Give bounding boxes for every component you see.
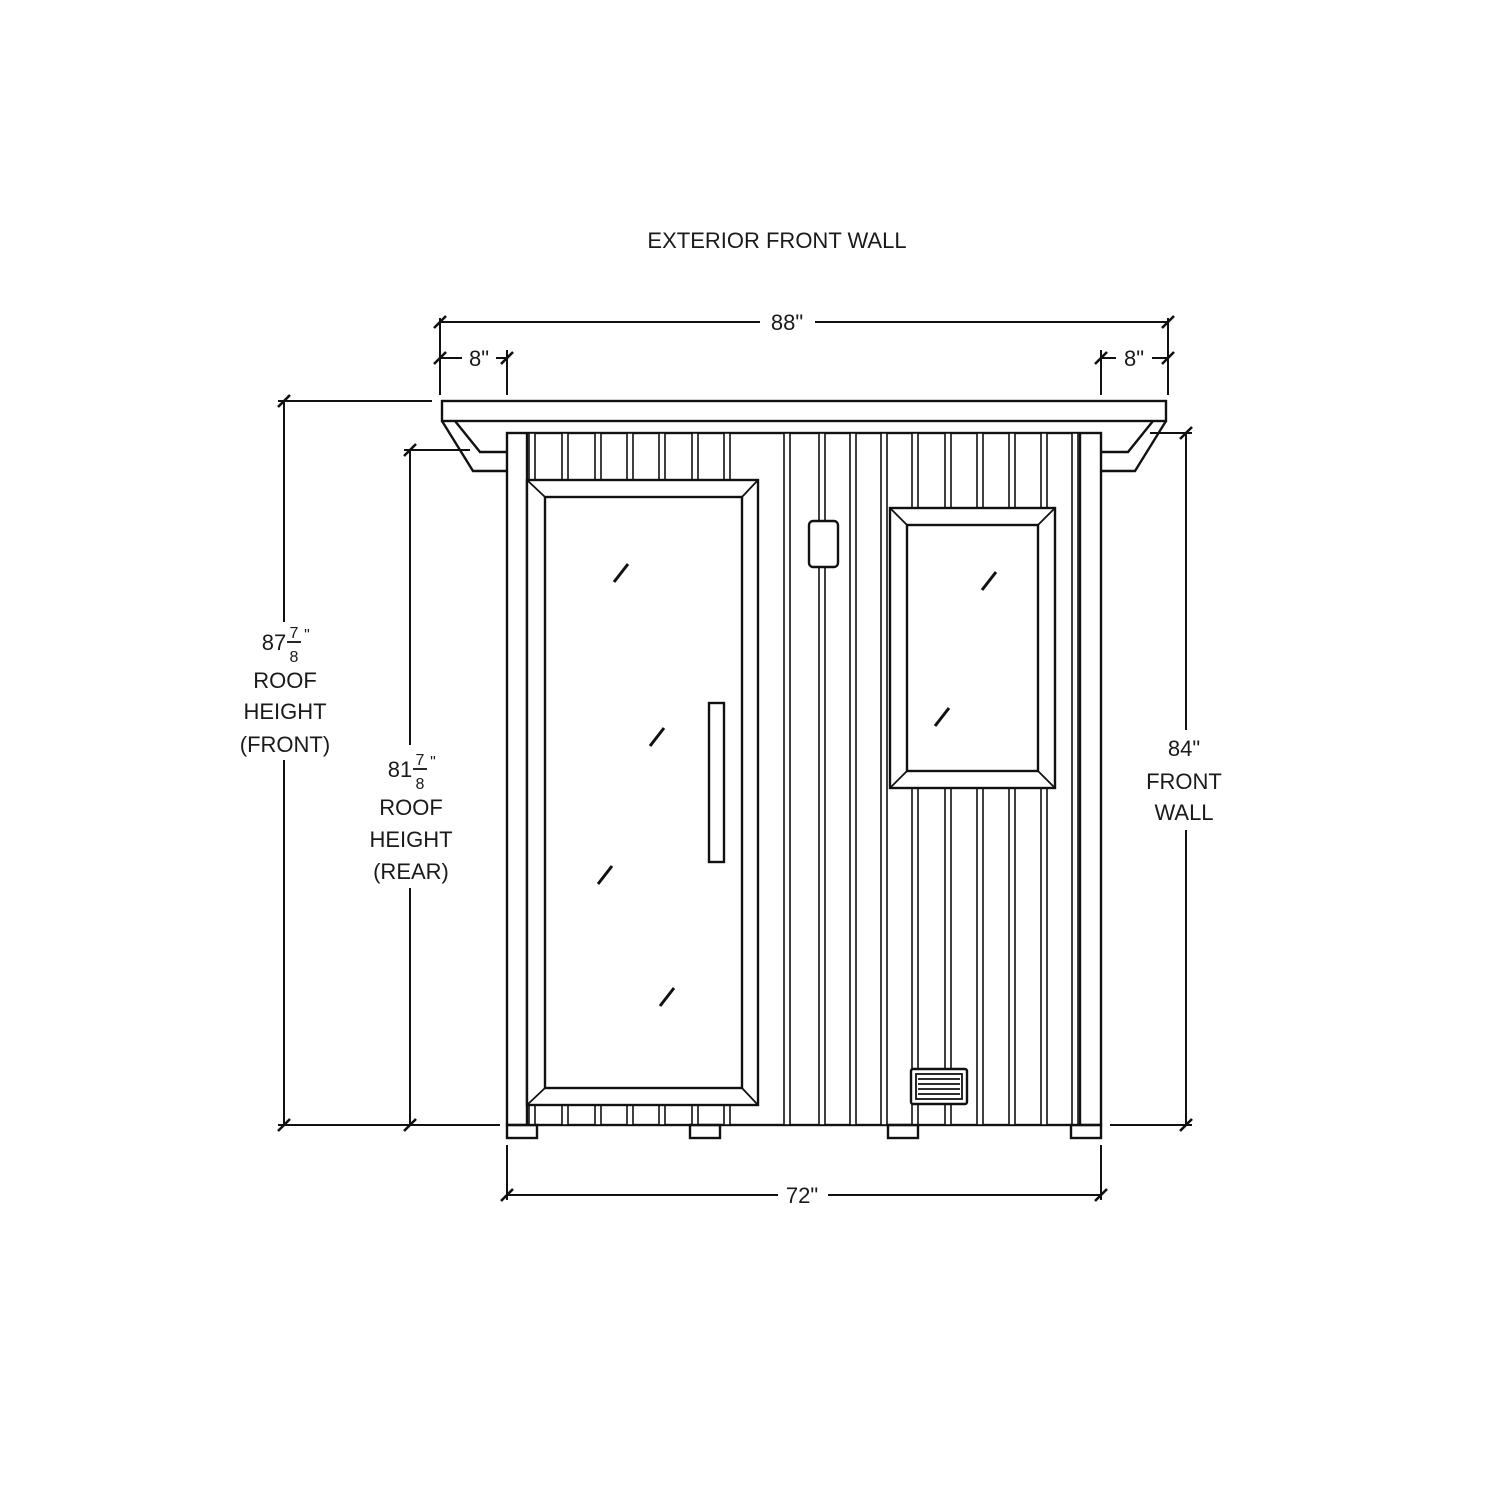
batten [723, 432, 731, 481]
dimension-tick [433, 315, 447, 329]
whole-number: 81 [388, 757, 412, 782]
batten [1071, 432, 1079, 1126]
dimension-tick [403, 443, 417, 457]
door[interactable] [525, 478, 760, 1107]
vent [909, 1067, 969, 1106]
batten [594, 1104, 602, 1126]
batten [626, 1104, 634, 1126]
glint-mark [596, 865, 614, 885]
label-line: WALL [1154, 800, 1213, 825]
exterior-light [807, 519, 840, 569]
glint-mark [658, 987, 676, 1007]
dimension-tick [500, 1188, 514, 1202]
roof [440, 399, 1168, 473]
inch-mark: " [430, 754, 436, 771]
left-overhang-label: 8" [469, 346, 489, 371]
glint-mark [612, 563, 630, 583]
batten [626, 432, 634, 481]
dimension-tick [277, 1118, 291, 1132]
batten [561, 1104, 569, 1126]
batten [528, 1104, 536, 1126]
batten [818, 432, 826, 522]
glass-glint-marks [596, 563, 998, 1007]
label-line: ROOF [379, 795, 443, 820]
batten [880, 432, 888, 1126]
batten [783, 432, 791, 1126]
glint-mark [933, 707, 951, 727]
right-overhang-label: 8" [1124, 346, 1144, 371]
dimension-tick [1179, 1118, 1193, 1132]
dimension-tick [1161, 315, 1175, 329]
dimension-tick [1094, 1188, 1108, 1202]
batten [723, 1104, 731, 1126]
glint-mark [980, 571, 998, 591]
batten [976, 787, 984, 1126]
window [888, 506, 1057, 790]
overall-width-label: 88" [771, 310, 803, 335]
dimension-tick [433, 351, 447, 365]
batten [658, 1104, 666, 1126]
feet [505, 1123, 1103, 1140]
batten [911, 432, 919, 509]
roof-height-rear-label: 81 7 8 " ROOF HEIGHT (REAR) [369, 752, 452, 884]
label-line: FRONT [1146, 769, 1222, 794]
dimension-tick [1094, 351, 1108, 365]
front-wall-height-label: 84" FRONT WALL [1146, 736, 1222, 825]
wall-width-label: 72" [786, 1183, 818, 1208]
front-wall-value: 84" [1168, 736, 1200, 761]
batten [818, 566, 826, 1126]
batten [1040, 432, 1048, 509]
dimension-tick [277, 394, 291, 408]
batten [944, 432, 952, 509]
label-line: HEIGHT [243, 699, 326, 724]
label-line: (REAR) [373, 859, 449, 884]
glint-mark [648, 727, 666, 747]
batten [1008, 787, 1016, 1126]
fraction-denominator: 8 [290, 649, 299, 666]
door-handle[interactable] [707, 701, 726, 864]
batten [658, 432, 666, 481]
batten [528, 432, 536, 481]
dimension-tick [1179, 426, 1193, 440]
batten [691, 1104, 699, 1126]
whole-number: 87 [262, 630, 286, 655]
inch-mark: " [304, 627, 310, 644]
label-line: (FRONT) [240, 732, 330, 757]
fraction-numerator: 7 [416, 752, 425, 769]
batten [1040, 787, 1048, 1126]
batten [594, 432, 602, 481]
label-line: HEIGHT [369, 827, 452, 852]
fraction-denominator: 8 [416, 776, 425, 793]
label-line: ROOF [253, 668, 317, 693]
batten [849, 432, 857, 1126]
dimension-tick [1161, 351, 1175, 365]
drawing-title: EXTERIOR FRONT WALL [647, 228, 906, 253]
batten [1008, 432, 1016, 509]
fraction-numerator: 7 [290, 625, 299, 642]
batten [976, 432, 984, 509]
dimension-tick [403, 1118, 417, 1132]
dimension-lines [277, 315, 1193, 1202]
roof-height-front-label: 87 7 8 " ROOF HEIGHT (FRONT) [240, 625, 330, 757]
dimension-tick [500, 351, 514, 365]
batten [561, 432, 569, 481]
batten [691, 432, 699, 481]
